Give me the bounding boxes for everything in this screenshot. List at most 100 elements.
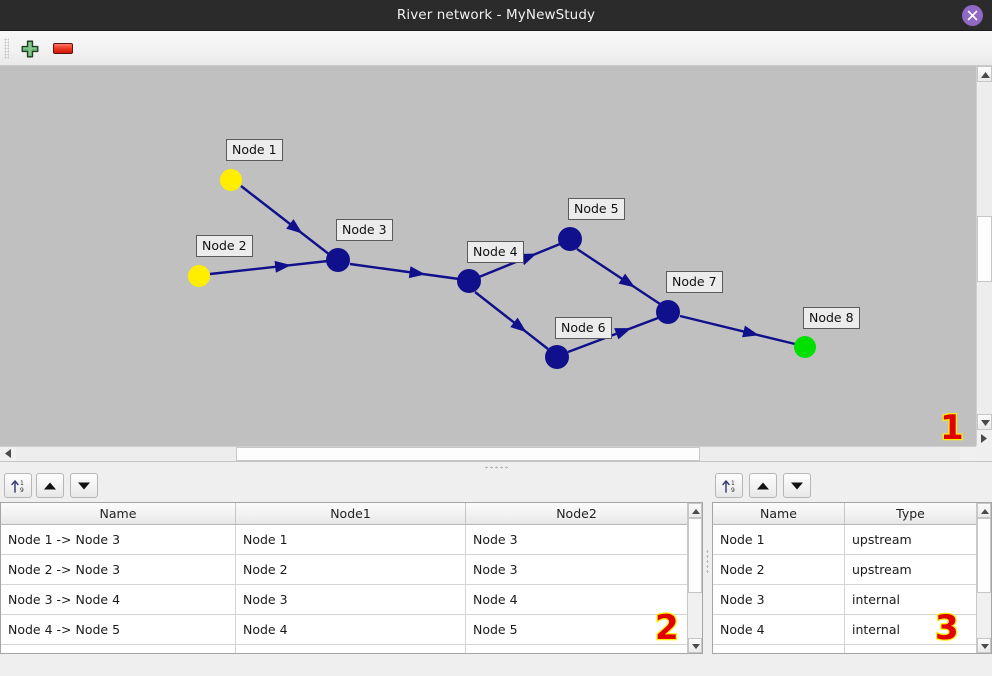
node-label-node-4[interactable]: Node 4 bbox=[467, 241, 524, 263]
nodes-cell[interactable]: Node 1 bbox=[713, 525, 845, 554]
nodes-scroll-up-button[interactable] bbox=[977, 503, 991, 518]
node-label-node-1[interactable]: Node 1 bbox=[226, 139, 283, 161]
links-scroll-down-button[interactable] bbox=[688, 638, 702, 653]
graph-edge[interactable] bbox=[576, 247, 661, 306]
node-label-node-6[interactable]: Node 6 bbox=[555, 317, 612, 339]
links-column-header[interactable]: Node1 bbox=[236, 503, 466, 524]
links-column-header[interactable]: Name bbox=[1, 503, 236, 524]
links-column-header[interactable]: Node2 bbox=[556, 506, 597, 521]
nodes-scroll-down-button[interactable] bbox=[977, 638, 991, 653]
node-label-node-3[interactable]: Node 3 bbox=[336, 219, 393, 241]
graph-hscroll-thumb[interactable] bbox=[236, 447, 700, 461]
graph-node-node-4[interactable] bbox=[457, 269, 481, 293]
links-scroll-up-button[interactable] bbox=[688, 503, 702, 518]
links-move-up-button[interactable] bbox=[36, 473, 64, 498]
graph-horizontal-scrollbar[interactable] bbox=[0, 446, 976, 461]
nodes-cell[interactable]: Node 4 bbox=[713, 615, 845, 644]
node-label-node-2[interactable]: Node 2 bbox=[196, 235, 253, 257]
table-row[interactable]: Node 4 internal bbox=[713, 615, 991, 645]
nodes-sort-button[interactable]: 1 9 bbox=[715, 473, 743, 498]
delete-node-button[interactable] bbox=[50, 36, 76, 62]
links-cell[interactable]: Node 2 bbox=[236, 555, 466, 584]
links-table-empty-row[interactable] bbox=[1, 645, 702, 653]
nodes-move-down-button[interactable] bbox=[783, 473, 811, 498]
nodes-cell[interactable]: Node 2 bbox=[713, 555, 845, 584]
edge-arrowhead bbox=[614, 328, 632, 340]
nodes-cell[interactable]: internal bbox=[852, 592, 900, 607]
graph-vscroll-thumb[interactable] bbox=[977, 216, 992, 282]
graph-node-node-6[interactable] bbox=[545, 345, 569, 369]
edge-arrowhead bbox=[408, 266, 426, 279]
links-sort-button[interactable]: 1 9 bbox=[4, 473, 32, 498]
links-cell[interactable]: Node 4 bbox=[236, 615, 466, 644]
links-cell[interactable]: Node 3 bbox=[473, 562, 518, 577]
graph-node-node-8[interactable] bbox=[794, 336, 816, 358]
graph-node-node-5[interactable] bbox=[558, 227, 582, 251]
graph-node-node-3[interactable] bbox=[326, 248, 350, 272]
graph-edge[interactable] bbox=[349, 262, 460, 281]
graph-edge[interactable] bbox=[474, 291, 549, 350]
links-cell[interactable]: Node 5 bbox=[473, 622, 518, 637]
node-label-node-8[interactable]: Node 8 bbox=[803, 307, 860, 329]
title-bar: River network - MyNewStudy bbox=[0, 0, 992, 31]
network-canvas[interactable]: Node 1 Node 2 Node 3 Node 4 Node 5 Node 6 Node… bbox=[0, 66, 976, 446]
links-cell[interactable]: Node 3 bbox=[473, 532, 518, 547]
nodes-column-header[interactable]: Name bbox=[713, 503, 845, 524]
horizontal-splitter[interactable] bbox=[0, 461, 992, 471]
links-cell[interactable]: Node 1 -> Node 3 bbox=[1, 525, 236, 554]
vertical-splitter[interactable] bbox=[703, 471, 712, 656]
links-cell[interactable]: Node 1 bbox=[236, 525, 466, 554]
graph-edge[interactable] bbox=[679, 314, 796, 346]
plus-icon bbox=[21, 40, 39, 58]
graph-edge[interactable] bbox=[209, 259, 329, 276]
graph-vertical-scrollbar[interactable] bbox=[976, 66, 992, 446]
nodes-cell[interactable]: upstream bbox=[852, 532, 912, 547]
node-label-node-7[interactable]: Node 7 bbox=[666, 271, 723, 293]
graph-node-node-2[interactable] bbox=[188, 265, 210, 287]
links-table-scrollbar[interactable] bbox=[687, 503, 702, 653]
window-title: River network - MyNewStudy bbox=[396, 7, 596, 23]
graph-edge[interactable] bbox=[240, 185, 331, 256]
sort-arrow-icon: 1 9 bbox=[722, 480, 735, 494]
nodes-cell[interactable]: Node 3 bbox=[713, 585, 845, 614]
annotation-marker-1: 1 bbox=[939, 407, 965, 446]
links-move-down-button[interactable] bbox=[70, 473, 98, 498]
graph-node-node-1[interactable] bbox=[220, 169, 242, 191]
nodes-move-up-button[interactable] bbox=[749, 473, 777, 498]
scroll-up-button[interactable] bbox=[977, 66, 992, 82]
table-row[interactable]: Node 2 upstream bbox=[713, 555, 991, 585]
node-label-node-5[interactable]: Node 5 bbox=[568, 198, 625, 220]
graph-node-node-7[interactable] bbox=[656, 300, 680, 324]
links-cell[interactable]: Node 2 -> Node 3 bbox=[1, 555, 236, 584]
table-row[interactable]: Node 3 internal bbox=[713, 585, 991, 615]
links-scroll-thumb[interactable] bbox=[688, 518, 702, 593]
scroll-left-button[interactable] bbox=[0, 447, 16, 461]
graph-edge[interactable] bbox=[567, 316, 659, 354]
nodes-table-empty-row[interactable] bbox=[713, 645, 991, 653]
links-cell[interactable]: Node 3 -> Node 4 bbox=[1, 585, 236, 614]
links-cell[interactable]: Node 3 bbox=[236, 585, 466, 614]
empty-cell bbox=[466, 645, 687, 653]
toolbar-grip[interactable] bbox=[4, 38, 9, 59]
arrow-down-icon bbox=[791, 482, 803, 489]
table-row[interactable]: Node 1 upstream bbox=[713, 525, 991, 555]
links-cell[interactable]: Node 4 -> Node 5 bbox=[1, 615, 236, 644]
nodes-scroll-thumb[interactable] bbox=[977, 518, 991, 593]
links-cell[interactable]: Node 4 bbox=[473, 592, 518, 607]
nodes-column-header[interactable]: Type bbox=[896, 506, 925, 521]
nodes-cell[interactable]: internal bbox=[852, 622, 900, 637]
close-icon[interactable] bbox=[962, 5, 983, 26]
graph-toolbar bbox=[0, 31, 992, 66]
scroll-down-button[interactable] bbox=[977, 414, 992, 430]
nodes-cell[interactable]: upstream bbox=[852, 562, 912, 577]
add-node-button[interactable] bbox=[17, 36, 43, 62]
nodes-table-scrollbar[interactable] bbox=[976, 503, 991, 653]
